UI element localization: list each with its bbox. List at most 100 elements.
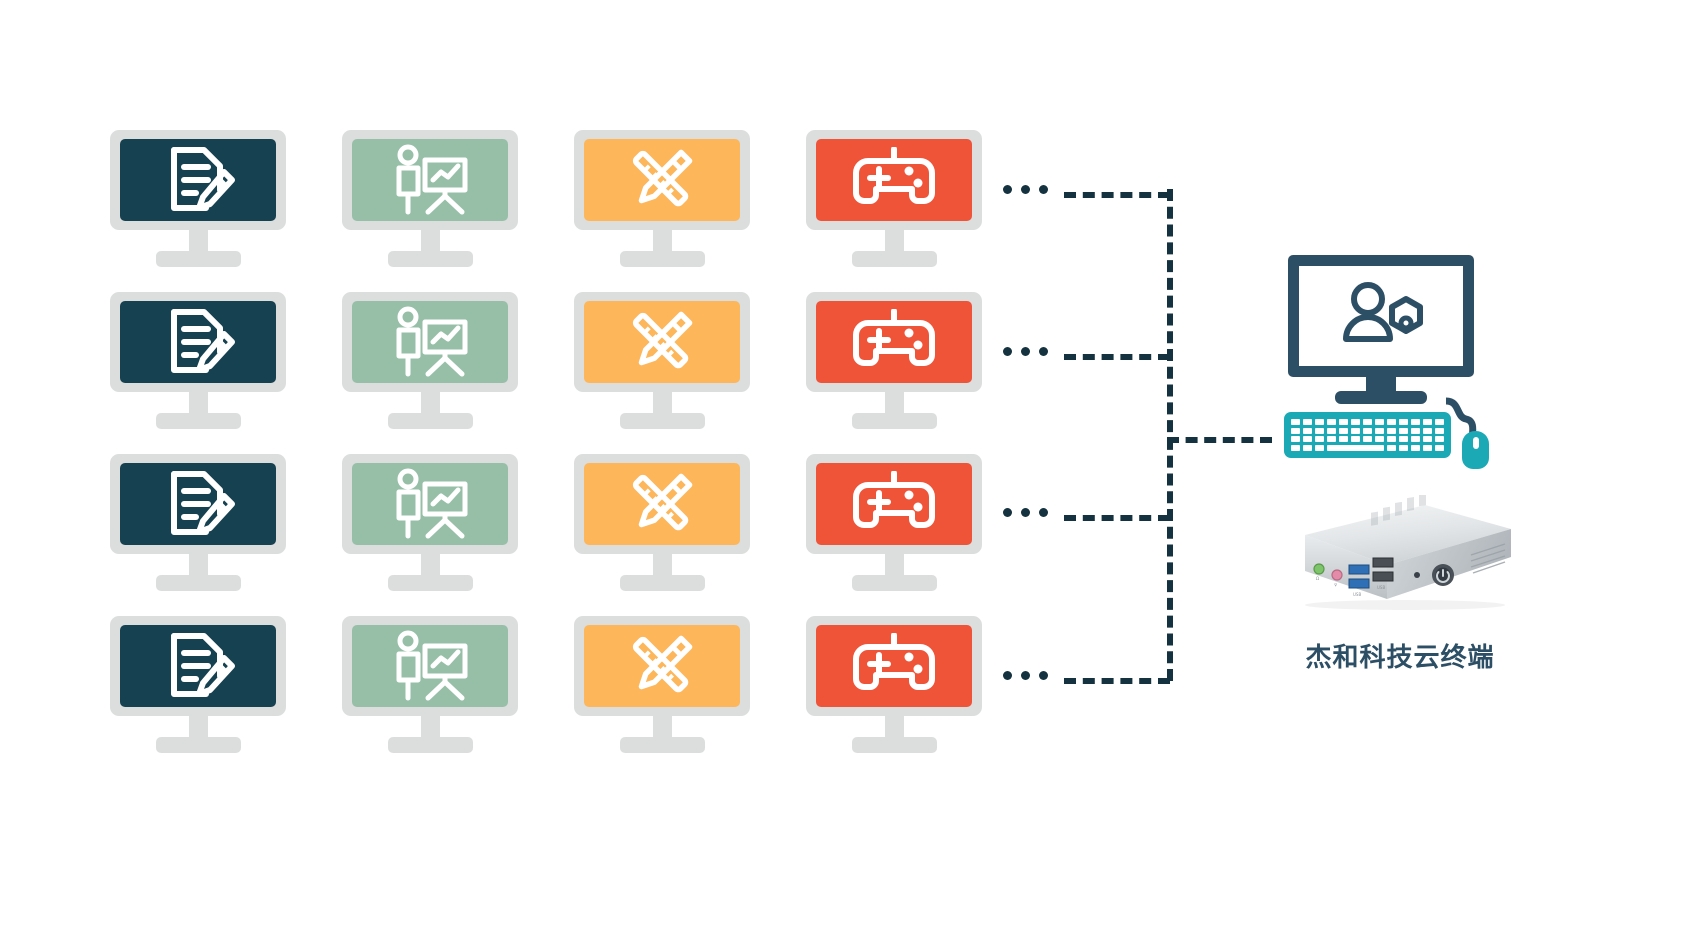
- monitor-bezel: [110, 616, 286, 716]
- monitor-bezel: [574, 454, 750, 554]
- monitor-bezel: [806, 616, 982, 716]
- monitor-base: [155, 251, 241, 267]
- connector-branch-row-3: [1064, 515, 1170, 521]
- monitor-neck: [188, 716, 208, 738]
- key: [1410, 436, 1421, 443]
- admin-monitor: [1288, 255, 1474, 377]
- admin-monitor-base: [1335, 391, 1427, 404]
- document-edit-icon: [160, 304, 236, 380]
- monitor-bezel: [806, 292, 982, 392]
- monitor-base: [619, 413, 705, 429]
- monitor-base: [619, 737, 705, 753]
- client-monitor-gaming-entertainment-row-4[interactable]: [806, 616, 982, 754]
- client-monitor-design-drafting-row-3[interactable]: [574, 454, 750, 592]
- monitor-bezel: [574, 616, 750, 716]
- key: [1386, 436, 1397, 443]
- client-monitor-gaming-entertainment-row-2[interactable]: [806, 292, 982, 430]
- monitor-neck: [420, 392, 440, 414]
- key: [1350, 427, 1361, 434]
- client-monitor-design-drafting-row-2[interactable]: [574, 292, 750, 430]
- key: [1362, 436, 1373, 443]
- ellipsis-dot: [1021, 347, 1030, 356]
- key: [1374, 419, 1385, 426]
- key: [1386, 427, 1397, 434]
- monitor-screen: [120, 139, 276, 221]
- monitor-bezel: [342, 454, 518, 554]
- monitor-screen: [120, 301, 276, 383]
- keyboard[interactable]: [1284, 412, 1451, 458]
- admin-monitor-neck: [1366, 377, 1396, 394]
- row-ellipsis-2: [1003, 347, 1048, 356]
- key: [1410, 427, 1421, 434]
- monitor-base: [851, 251, 937, 267]
- monitor-bezel: [342, 292, 518, 392]
- monitor-screen: [584, 139, 740, 221]
- monitor-bezel: [574, 292, 750, 392]
- svg-text:USB: USB: [1353, 592, 1361, 597]
- key: [1386, 444, 1397, 451]
- monitor-base: [851, 737, 937, 753]
- document-edit-icon: [160, 466, 236, 542]
- monitor-base: [155, 413, 241, 429]
- key: [1422, 436, 1433, 443]
- client-monitor-design-drafting-row-4[interactable]: [574, 616, 750, 754]
- client-monitor-presentation-training-row-4[interactable]: [342, 616, 518, 754]
- key: [1302, 427, 1313, 434]
- key: [1434, 419, 1444, 426]
- monitor-base: [851, 575, 937, 591]
- svg-text:Ω: Ω: [1316, 576, 1319, 581]
- mouse[interactable]: [1462, 431, 1489, 469]
- monitor-base: [387, 251, 473, 267]
- key: [1350, 436, 1361, 443]
- client-monitor-gaming-entertainment-row-3[interactable]: [806, 454, 982, 592]
- key: [1314, 419, 1325, 426]
- presentation-board-icon: [390, 306, 470, 378]
- key: [1338, 419, 1349, 426]
- monitor-neck: [652, 554, 672, 576]
- client-monitor-document-editing-row-1[interactable]: [110, 130, 286, 268]
- monitor-bezel: [110, 130, 286, 230]
- client-monitor-presentation-training-row-1[interactable]: [342, 130, 518, 268]
- monitor-base: [851, 413, 937, 429]
- key: [1302, 436, 1313, 443]
- monitor-neck: [884, 554, 904, 576]
- document-edit-icon: [160, 628, 236, 704]
- monitor-base: [387, 413, 473, 429]
- mouse-wheel: [1472, 437, 1479, 449]
- key: [1434, 444, 1444, 451]
- monitor-bezel: [110, 454, 286, 554]
- client-monitor-document-editing-row-4[interactable]: [110, 616, 286, 754]
- key: [1422, 444, 1433, 451]
- gamepad-icon: [852, 471, 936, 537]
- row-ellipsis-4: [1003, 671, 1048, 680]
- client-monitor-gaming-entertainment-row-1[interactable]: [806, 130, 982, 268]
- client-monitor-document-editing-row-2[interactable]: [110, 292, 286, 430]
- key: [1291, 427, 1301, 434]
- key: [1374, 436, 1385, 443]
- monitor-screen: [120, 463, 276, 545]
- monitor-bezel: [574, 130, 750, 230]
- document-edit-icon: [160, 142, 236, 218]
- ellipsis-dot: [1021, 671, 1030, 680]
- key: [1326, 436, 1337, 443]
- client-monitor-document-editing-row-3[interactable]: [110, 454, 286, 592]
- monitor-neck: [884, 716, 904, 738]
- client-monitor-design-drafting-row-1[interactable]: [574, 130, 750, 268]
- key: [1314, 436, 1325, 443]
- monitor-base: [619, 251, 705, 267]
- client-monitor-presentation-training-row-3[interactable]: [342, 454, 518, 592]
- key: [1410, 419, 1421, 426]
- row-ellipsis-3: [1003, 508, 1048, 517]
- monitor-neck: [884, 230, 904, 252]
- key: [1434, 427, 1444, 434]
- svg-text:♀: ♀: [1334, 582, 1337, 587]
- monitor-neck: [420, 716, 440, 738]
- key: [1398, 427, 1409, 434]
- svg-text:USB: USB: [1377, 585, 1385, 590]
- ellipsis-dot: [1021, 185, 1030, 194]
- monitor-neck: [652, 392, 672, 414]
- key: [1338, 436, 1349, 443]
- gamepad-icon: [852, 633, 936, 699]
- client-monitor-presentation-training-row-2[interactable]: [342, 292, 518, 430]
